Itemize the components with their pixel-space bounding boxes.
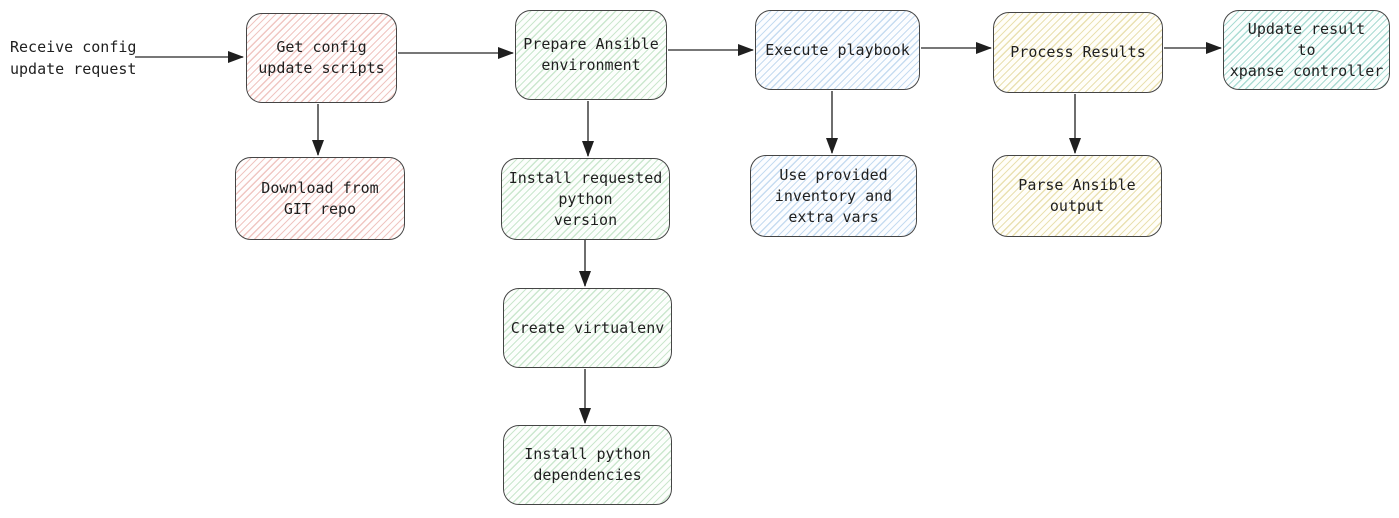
- node-update-result-to-xpanse-controller: Update result to xpanse controller: [1223, 10, 1390, 90]
- node-receive-config-update-request: Receive config update request: [10, 38, 137, 78]
- node-process-results: Process Results: [993, 12, 1163, 93]
- node-parse-ansible-output: Parse Ansible output: [992, 155, 1162, 237]
- node-use-provided-inventory-and-extra-vars: Use provided inventory and extra vars: [750, 155, 917, 237]
- node-install-python-dependencies: Install python dependencies: [503, 425, 672, 505]
- node-create-virtualenv: Create virtualenv: [503, 288, 672, 368]
- node-install-requested-python-version: Install requested python version: [501, 158, 670, 240]
- node-get-config-update-scripts: Get config update scripts: [246, 13, 397, 103]
- node-execute-playbook: Execute playbook: [755, 10, 920, 90]
- node-download-from-git-repo: Download from GIT repo: [235, 157, 405, 240]
- node-prepare-ansible-environment: Prepare Ansible environment: [515, 10, 667, 100]
